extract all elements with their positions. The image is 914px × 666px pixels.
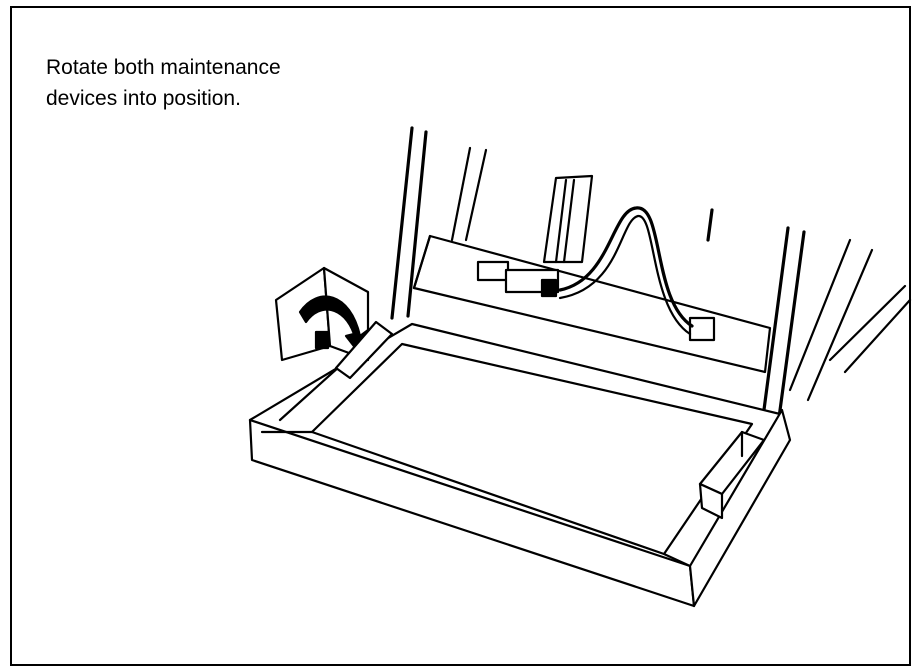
instruction-text: Rotate both maintenance devices into pos…: [46, 52, 376, 114]
hose-loop: [558, 206, 694, 336]
maintenance-tray-illustration: [248, 126, 912, 608]
frame-arms: [390, 126, 912, 442]
instruction-line-1: Rotate both maintenance: [46, 56, 281, 79]
vertical-handle: [542, 174, 594, 264]
right-maintenance-device: [698, 430, 766, 520]
left-maintenance-device: [274, 266, 394, 380]
connector-fittings: [476, 260, 716, 342]
tray: [248, 322, 792, 608]
instruction-line-2: devices into position.: [46, 87, 241, 110]
